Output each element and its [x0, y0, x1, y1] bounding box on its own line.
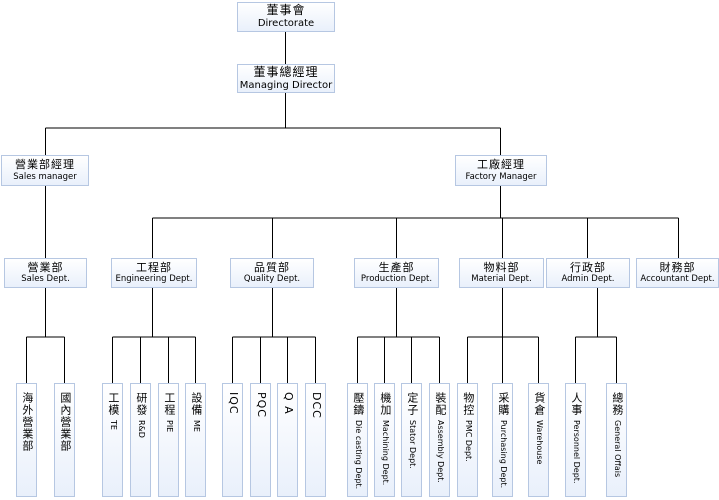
- dept-en: Quality Dept.: [243, 274, 301, 285]
- unit-zh: 設備: [189, 392, 203, 416]
- managing-director-zh: 董事總經理: [253, 64, 319, 79]
- unit-pqc: PQC: [250, 383, 271, 497]
- unit-zh: 人事: [569, 392, 583, 416]
- unit-qa: Q A: [277, 383, 298, 497]
- sales-manager-box: 營業部經理 Sales manager: [1, 155, 89, 186]
- connector: [152, 186, 679, 258]
- unit-zh: 機加: [378, 392, 392, 416]
- unit-zh: 海外營業部: [20, 392, 34, 452]
- unit-en: Purchasing Dept.: [498, 420, 508, 489]
- dept-en: Accountant Dept.: [640, 274, 715, 285]
- unit-zh: 采購: [496, 392, 510, 416]
- unit-zh: 物控: [461, 392, 475, 416]
- dept-zh: 物料部: [483, 260, 520, 274]
- dept-material: 物料部 Material Dept.: [459, 258, 544, 288]
- dept-admin: 行政部 Admin Dept.: [546, 258, 630, 288]
- dept-sales: 營業部 Sales Dept.: [4, 258, 87, 288]
- unit-pie: 工程 PIE: [158, 383, 179, 497]
- unit-me: 設備 ME: [185, 383, 206, 497]
- unit-zh: 壓鑄: [351, 392, 365, 416]
- unit-zh: 工程: [162, 392, 176, 416]
- unit-personnel: 人事 Personnel Dept.: [565, 383, 586, 497]
- unit-en: Die casting Dept.: [353, 420, 363, 490]
- unit-en: PMC Dept.: [463, 420, 473, 462]
- factory-manager-zh: 工廠經理: [477, 158, 525, 172]
- dept-zh: 工程部: [136, 260, 172, 274]
- unit-warehouse: 貨倉 Warehouse: [528, 383, 549, 497]
- connector: [26, 288, 65, 383]
- unit-en: PIE: [164, 420, 174, 433]
- directorate-zh: 董事會: [266, 3, 306, 18]
- unit-zh: 總務: [610, 392, 624, 416]
- unit-rnd: 研發 R&D: [130, 383, 151, 497]
- factory-manager-box: 工廠經理 Factory Manager: [455, 155, 547, 186]
- dept-en: Admin Dept.: [561, 274, 615, 285]
- unit-pmc: 物控 PMC Dept.: [457, 383, 478, 497]
- unit-te: 工模 TE: [102, 383, 123, 497]
- dept-en: Engineering Dept.: [115, 274, 193, 285]
- unit-zh: 研發: [134, 392, 148, 416]
- unit-zh: 貨倉: [532, 392, 546, 416]
- unit-en: Assembly Dept.: [435, 420, 445, 483]
- sales-manager-en: Sales manager: [13, 171, 77, 182]
- unit-zh: 定子: [405, 392, 419, 416]
- unit-general-office: 總務 General Offais: [606, 383, 627, 497]
- unit-label: PQC: [254, 392, 268, 418]
- unit-en: Personnel Dept.: [571, 420, 581, 484]
- unit-en: R&D: [136, 420, 146, 438]
- unit-zh: 裝配: [433, 392, 447, 416]
- factory-manager-en: Factory Manager: [465, 171, 537, 182]
- dept-zh: 行政部: [570, 260, 606, 274]
- unit-zh: 工模: [106, 392, 120, 416]
- directorate-box: 董事會 Directorate: [237, 2, 335, 32]
- connector: [575, 288, 617, 383]
- unit-en: General Offais: [612, 420, 622, 478]
- dept-zh: 品質部: [254, 260, 290, 274]
- unit-label: Q A: [281, 392, 295, 415]
- unit-en: ME: [191, 420, 201, 432]
- unit-label: IQC: [226, 392, 240, 415]
- dept-zh: 營業部: [27, 260, 64, 274]
- connector: [112, 288, 196, 383]
- unit-assembly: 裝配 Assembly Dept.: [429, 383, 450, 497]
- unit-die-casting: 壓鑄 Die casting Dept.: [347, 383, 368, 497]
- unit-domestic-sales: 國內營業部: [54, 383, 75, 497]
- dept-quality: 品質部 Quality Dept.: [230, 258, 314, 288]
- dept-accountant: 財務部 Accountant Dept.: [636, 258, 719, 288]
- unit-dcc: DCC: [305, 383, 326, 497]
- managing-director-box: 董事總經理 Managing Director: [237, 64, 335, 93]
- dept-en: Production Dept.: [360, 274, 433, 285]
- unit-label: DCC: [309, 392, 323, 419]
- unit-purchasing: 采購 Purchasing Dept.: [492, 383, 513, 497]
- unit-zh: 國內營業部: [58, 392, 72, 452]
- unit-en: TE: [108, 420, 118, 430]
- unit-overseas-sales: 海外營業部: [16, 383, 37, 497]
- connector: [357, 288, 440, 383]
- connector: [467, 288, 539, 383]
- dept-en: Material Dept.: [471, 274, 532, 285]
- unit-en: Machining Dept.: [380, 420, 390, 486]
- connector: [232, 288, 316, 383]
- directorate-en: Directorate: [257, 18, 315, 30]
- dept-production: 生產部 Production Dept.: [354, 258, 439, 288]
- unit-en: Warehouse: [534, 420, 544, 465]
- managing-director-en: Managing Director: [239, 79, 333, 91]
- dept-engineering: 工程部 Engineering Dept.: [111, 258, 197, 288]
- unit-stator: 定子 Stator Dept.: [401, 383, 422, 497]
- unit-machining: 機加 Machining Dept.: [374, 383, 395, 497]
- unit-en: Stator Dept.: [407, 420, 417, 469]
- dept-zh: 財務部: [659, 260, 696, 274]
- unit-iqc: IQC: [222, 383, 243, 497]
- dept-zh: 生產部: [378, 260, 415, 274]
- connector: [45, 93, 501, 155]
- sales-manager-zh: 營業部經理: [15, 158, 75, 172]
- dept-en: Sales Dept.: [21, 274, 70, 285]
